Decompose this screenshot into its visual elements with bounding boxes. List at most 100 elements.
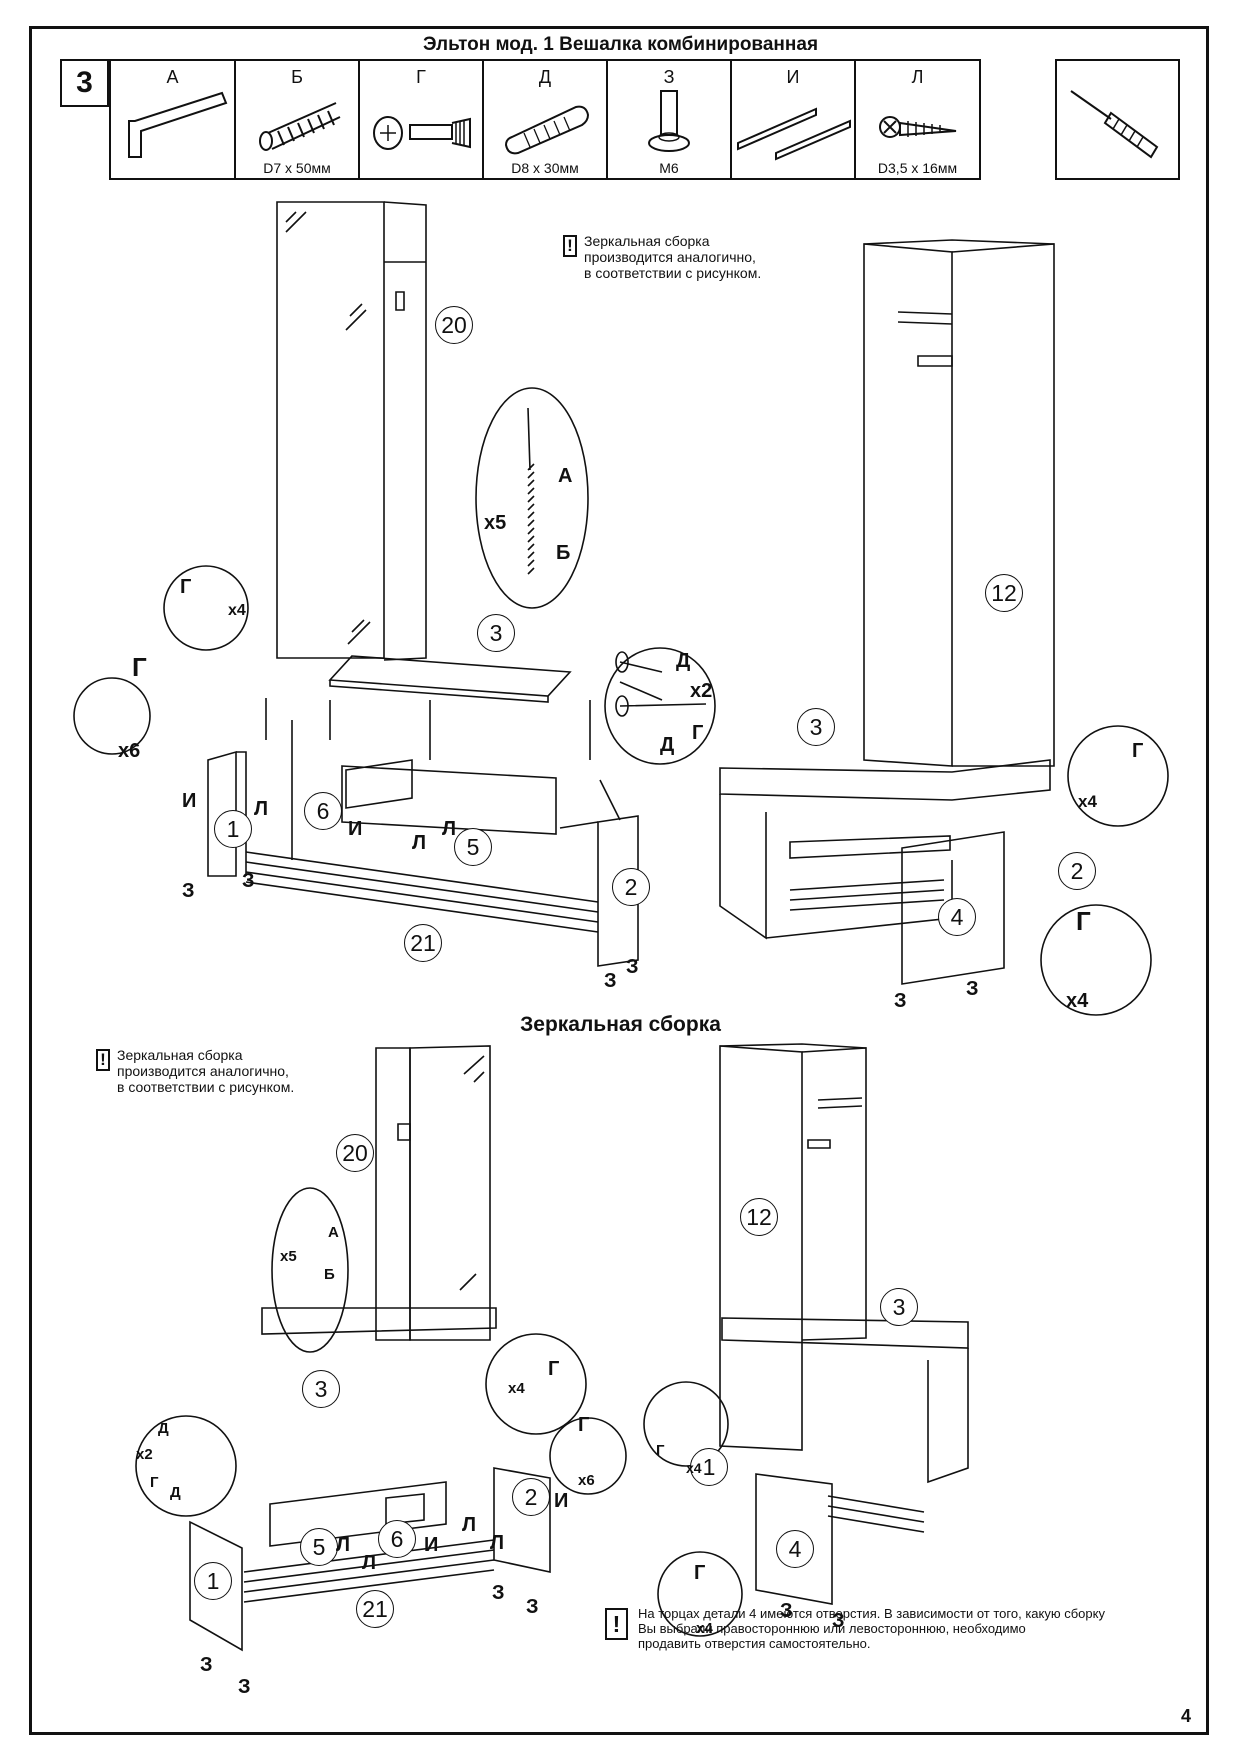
detail-circle-cam-bottom-right	[657, 1551, 743, 1637]
label-x4-bottom-right-2: x4	[696, 1620, 713, 1637]
note-line: Зеркальная сборка	[117, 1047, 243, 1063]
label-b-bottom: Б	[324, 1266, 335, 1283]
callout-3-bottom-right: 3	[880, 1288, 918, 1326]
label-d-bottom: Д	[158, 1420, 169, 1437]
label-z-bottom-4: З	[238, 1676, 251, 1698]
part-letter: З	[663, 67, 675, 87]
callout-4: 4	[938, 898, 976, 936]
label-g-bottom-right: Г	[656, 1442, 665, 1459]
rails-21-bottom	[243, 1539, 495, 1603]
callout-1: 1	[214, 810, 252, 848]
part-size: D3,5 x 16мм	[877, 160, 958, 176]
label-g-bottom-3: Г	[150, 1474, 159, 1491]
note-line: Вы выбрали правостороннюю или левосторон…	[638, 1621, 1026, 1636]
warning-icon: !	[605, 1608, 628, 1640]
mirror-panel	[276, 201, 385, 659]
part-letter: Л	[911, 67, 924, 87]
callout-2-right: 2	[1058, 852, 1096, 890]
label-g-bottom: Г	[548, 1358, 560, 1380]
label-g-bottom-right-2: Г	[694, 1562, 706, 1584]
warning-icon: !	[563, 235, 577, 257]
detail-circle-dowel	[604, 647, 716, 765]
part-size: D7 x 50мм	[263, 160, 331, 176]
part-cell-g: Г	[358, 59, 484, 180]
coat-section	[383, 201, 427, 661]
label-l: Л	[254, 798, 269, 820]
label-g-right-large: Г	[1076, 906, 1091, 936]
callout-6-bottom: 6	[378, 1520, 416, 1558]
mirror-panel-bottom	[409, 1045, 491, 1341]
label-x5-bottom: x5	[280, 1248, 297, 1265]
callout-12-bottom: 12	[740, 1198, 778, 1236]
seat-panel-3	[328, 655, 572, 697]
wood-dowel-icon	[504, 105, 590, 155]
part-letter: И	[786, 67, 800, 87]
detail-circle-screw-bottom	[271, 1187, 349, 1353]
side-panel-2-bottom	[493, 1467, 551, 1573]
warning-icon: !	[96, 1049, 110, 1071]
cam-lock-icon	[373, 116, 471, 150]
label-z-bottom-3: З	[200, 1654, 213, 1676]
detail-circle-cam-bolt-right	[1067, 725, 1169, 827]
label-x6: x6	[118, 740, 141, 762]
label-x4-right: x4	[1078, 792, 1097, 811]
label-z-5: З	[894, 990, 907, 1012]
callout-6: 6	[304, 792, 342, 830]
label-x4: x4	[228, 602, 246, 619]
label-z-4: З	[604, 970, 617, 992]
label-x4-right-2: x4	[1066, 990, 1089, 1012]
callout-20-bottom: 20	[336, 1134, 374, 1172]
page-title: Эльтон мод. 1 Вешалка комбинированная	[422, 34, 819, 55]
hex-key-icon	[128, 91, 228, 158]
label-z-bottom-2: З	[526, 1596, 539, 1618]
label-d-2: Д	[660, 734, 675, 756]
part-letter: А	[166, 67, 179, 87]
side-panel-1-bottom	[189, 1520, 243, 1652]
back-panel-5-bottom	[269, 1481, 447, 1547]
callout-1-bottom-right: 1	[690, 1448, 728, 1486]
callout-3: 3	[477, 614, 515, 652]
wood-screw-icon	[879, 116, 957, 138]
callout-12: 12	[985, 574, 1023, 612]
label-z-6: З	[966, 978, 979, 1000]
label-g: Г	[180, 576, 192, 598]
side-panel-1	[207, 750, 237, 877]
rails-21-bottom-right	[827, 1495, 925, 1533]
rails-21	[245, 851, 599, 933]
label-x4-bottom-right: x4	[686, 1460, 702, 1476]
label-x4-bottom: x4	[508, 1380, 525, 1397]
callout-2-bottom: 2	[512, 1478, 550, 1516]
label-i-2: И	[348, 818, 363, 840]
callout-21-bottom: 21	[356, 1590, 394, 1628]
label-a: А	[558, 465, 573, 487]
label-d-bottom-2: Д	[170, 1484, 181, 1501]
note-line: производится аналогично,	[117, 1063, 289, 1079]
label-l-2: Л	[412, 832, 427, 854]
note-line: в соответствии с рисунком.	[117, 1079, 295, 1095]
side-panel-2	[597, 815, 639, 967]
label-g-large: Г	[132, 652, 147, 682]
label-a-bottom: А	[328, 1224, 339, 1241]
part-cell-l: Л D3,5 x 16мм	[854, 59, 981, 180]
label-b: Б	[556, 542, 571, 564]
detail-circle-screw	[475, 387, 589, 609]
label-l-3: Л	[442, 818, 457, 840]
label-z-bottom-right: З	[780, 1600, 793, 1622]
callout-4-bottom-right: 4	[776, 1530, 814, 1568]
detail-circle-cam-bolt-bottom-right	[643, 1381, 729, 1467]
page-number: 4	[1181, 1706, 1192, 1726]
callout-2: 2	[612, 868, 650, 906]
tool-box	[1055, 59, 1180, 180]
screwdriver-icon	[1070, 90, 1159, 159]
back-panel-5	[341, 765, 557, 835]
detail-circle-cam	[73, 677, 151, 755]
seat-panel-3-bottom-right	[721, 1317, 969, 1349]
door-panel-4-bottom	[755, 1473, 833, 1605]
label-z-3: З	[626, 956, 639, 978]
step-number: 3	[60, 59, 109, 107]
part-letter: Б	[291, 67, 303, 87]
note-line: продавить отверстия самостоятельно.	[638, 1636, 871, 1651]
label-g-bottom-2: Г	[578, 1414, 590, 1436]
callout-1-bottom: 1	[194, 1562, 232, 1600]
label-z-bottom: З	[492, 1582, 505, 1604]
